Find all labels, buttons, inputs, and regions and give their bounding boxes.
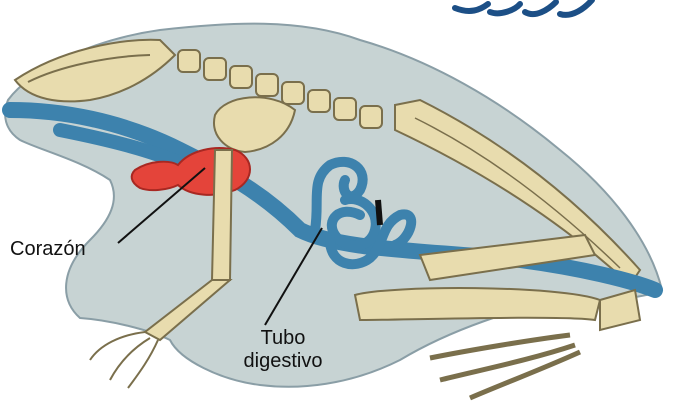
digestive-tube-label-line2: digestivo	[233, 350, 333, 373]
heart-label: Corazón	[10, 238, 86, 261]
digestive-tube-label: Tubo digestivo	[233, 327, 333, 373]
digestive-tube-label-line1: Tubo	[233, 327, 333, 350]
logo-mark	[455, 0, 592, 15]
